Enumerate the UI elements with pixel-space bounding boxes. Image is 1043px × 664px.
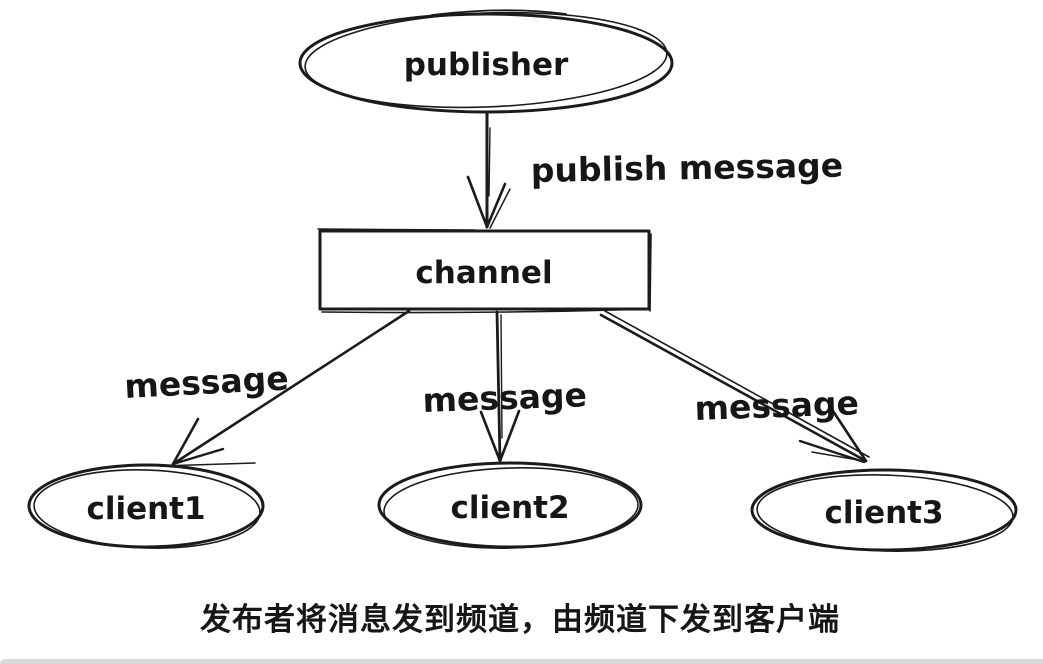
client1-node: client1 [27,462,265,549]
publish-message-label: publish message [530,146,843,190]
message-arrow-client3: message [599,310,870,464]
publish-message-arrow: publish message [466,110,843,229]
channel-label: channel [415,255,552,291]
caption: 发布者将消息发到频道，由频道下发到客户端 [199,602,840,638]
client2-node: client2 [377,461,643,549]
publisher-node: publisher [298,9,674,114]
message-arrow-client1: message [123,309,411,466]
client3-label: client3 [824,495,943,531]
bottom-edge-strip [0,659,1043,664]
message-label-1: message [123,358,289,406]
message-label-2: message [422,375,588,420]
client3-node: client3 [750,468,1018,552]
message-label-3: message [694,383,860,428]
publisher-label: publisher [404,47,569,83]
client2-label: client2 [450,490,569,526]
channel-node: channel [317,228,652,314]
message-arrow-client2: message [422,310,588,463]
client1-label: client1 [86,491,205,527]
